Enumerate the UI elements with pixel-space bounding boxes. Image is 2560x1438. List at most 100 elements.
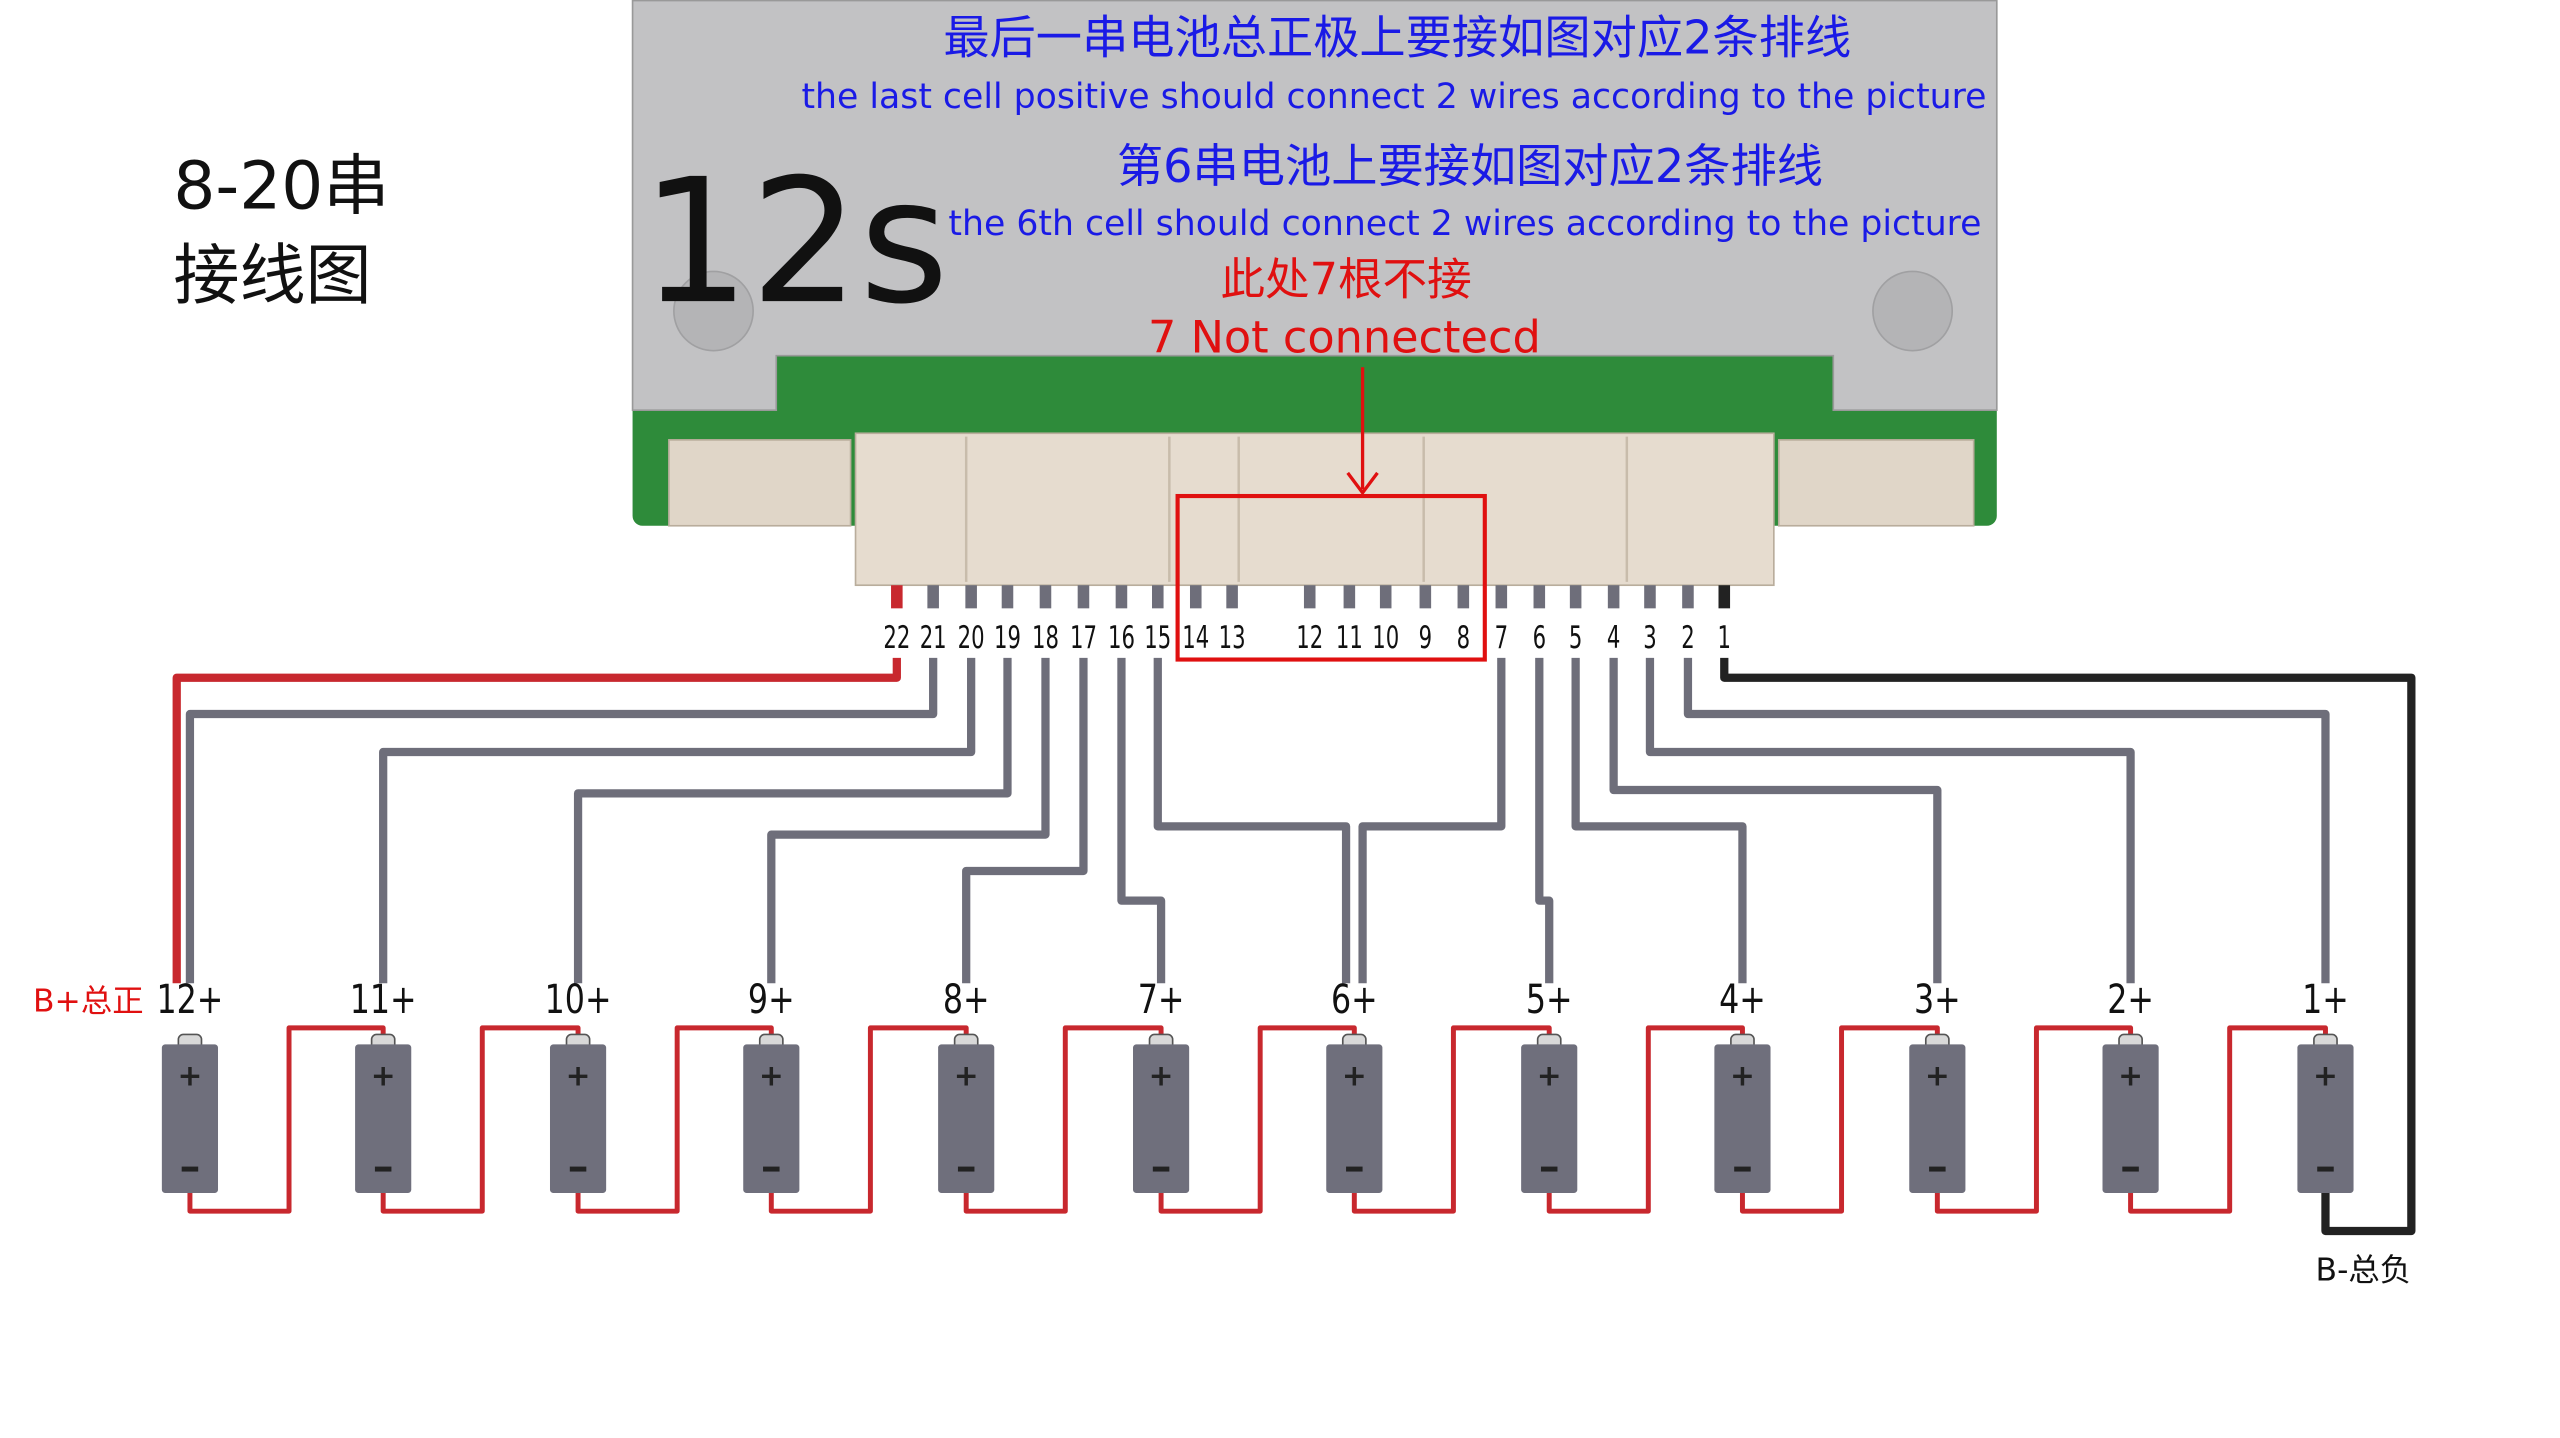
- balance-wire-pin-4: [1609, 657, 1942, 984]
- battery-body: [549, 1044, 607, 1194]
- battery-body: [161, 1044, 219, 1194]
- battery-cell-9+: +9+: [743, 978, 800, 1194]
- battery-cell-1+: +1+: [2297, 978, 2354, 1194]
- minus-icon: [181, 1166, 199, 1172]
- pin-label: 2: [1681, 619, 1694, 656]
- arrow-head-icon: [1346, 471, 1379, 496]
- screw-hole-right: [1872, 270, 1954, 352]
- plus-icon: +: [371, 1059, 396, 1094]
- battery-cell-8+: +8+: [938, 978, 995, 1194]
- battery-cell-7+: +7+: [1133, 978, 1190, 1194]
- battery-body: [743, 1044, 800, 1194]
- not-connected-highlight-box: [1175, 493, 1487, 662]
- pin-label: 18: [1032, 619, 1059, 656]
- battery-body: [355, 1044, 412, 1194]
- pin-15-stub: [1152, 585, 1164, 609]
- series-link-wire: [1546, 1025, 1745, 1214]
- minus-icon: [763, 1166, 780, 1172]
- battery-cell-12+: +12+: [156, 978, 223, 1194]
- plus-icon: +: [1925, 1059, 1950, 1094]
- battery-body: [2102, 1044, 2159, 1194]
- series-link-wire: [1739, 1025, 1940, 1214]
- aux-connector-left: [668, 439, 852, 527]
- pin-label: 14: [1182, 619, 1209, 656]
- series-link-wire: [2128, 1025, 2328, 1214]
- balance-wire-pin-7: [1358, 657, 1506, 984]
- plus-icon: +: [1149, 1059, 1174, 1094]
- pin-17-stub: [1077, 585, 1090, 609]
- pin-21-stub: [927, 585, 939, 609]
- main-connector: [854, 432, 1775, 587]
- minus-icon: [374, 1166, 392, 1172]
- pin-9-stub: [1419, 585, 1432, 609]
- pin-13-stub: [1226, 585, 1238, 609]
- pin-label: 22: [883, 619, 910, 656]
- pin-label: 3: [1643, 619, 1656, 656]
- battery-body: [1326, 1044, 1383, 1194]
- cell-label: 9+: [748, 978, 795, 1023]
- board-cover: [631, 0, 1998, 411]
- plus-icon: +: [2313, 1059, 2338, 1094]
- screw-hole-left: [673, 270, 754, 352]
- pin-4-stub: [1607, 585, 1620, 609]
- cell-label: 5+: [1526, 978, 1573, 1023]
- cell-label: 10+: [545, 978, 612, 1023]
- diagram-title-line2: 接线图: [173, 237, 371, 314]
- board-model: 12s: [641, 142, 949, 342]
- series-link-wire: [187, 1025, 386, 1214]
- bms-board: 12s 最后一串电池总正极上要接如图对应2条排线 the last cell p…: [631, 0, 1998, 587]
- series-link-wire: [768, 1025, 969, 1214]
- series-link-wire: [1158, 1025, 1357, 1214]
- aux-connector-right: [1777, 439, 1975, 527]
- balance-wire-pin-21: [185, 657, 938, 984]
- battery-cell-2+: +2+: [2102, 978, 2159, 1194]
- series-link-wire: [575, 1025, 774, 1214]
- balance-wire-pin-15: [1153, 657, 1351, 984]
- balance-wire-pin-6: [1535, 657, 1554, 984]
- pin-16-stub: [1115, 585, 1128, 609]
- pin-6-stub: [1533, 585, 1546, 609]
- minus-icon: [569, 1166, 587, 1172]
- pin-1-stub: [1718, 585, 1731, 609]
- pin-label: 13: [1219, 619, 1246, 656]
- pin-10-stub: [1379, 585, 1392, 609]
- b-minus-label: B-总负: [2316, 1253, 2412, 1289]
- minus-icon: [957, 1166, 975, 1172]
- b-plus-label: B+总正: [33, 983, 144, 1019]
- minus-icon: [2317, 1166, 2334, 1172]
- balance-wire-pin-18: [767, 657, 1050, 984]
- balance-wire-pin-22: [172, 657, 901, 984]
- pin-label: 15: [1144, 619, 1171, 656]
- plus-icon: +: [566, 1059, 591, 1094]
- pin-label: 11: [1336, 619, 1363, 656]
- pin-label: 10: [1372, 619, 1399, 656]
- note-6th-cell-en: the 6th cell should connect 2 wires acco…: [948, 204, 1981, 244]
- pin-label: 9: [1419, 619, 1432, 656]
- series-link-wire: [963, 1025, 1164, 1214]
- balance-wire-pin-19: [573, 657, 1012, 984]
- pin-14-stub: [1189, 585, 1202, 609]
- minus-icon: [2122, 1166, 2139, 1172]
- battery-body: [1714, 1044, 1771, 1194]
- plus-icon: +: [177, 1059, 202, 1094]
- balance-wire-pin-5: [1571, 657, 1747, 984]
- plus-icon: +: [1537, 1059, 1562, 1094]
- cell-label: 11+: [350, 978, 417, 1023]
- battery-body: [938, 1044, 995, 1194]
- series-link-wire: [1934, 1025, 2134, 1214]
- plus-icon: +: [954, 1059, 979, 1094]
- pin-label: 20: [958, 619, 985, 656]
- battery-body: [1133, 1044, 1190, 1194]
- pin-label: 8: [1457, 619, 1470, 656]
- pin-19-stub: [1001, 585, 1014, 609]
- minus-icon: [1152, 1166, 1170, 1172]
- minus-icon: [1540, 1166, 1558, 1172]
- pin-label: 6: [1533, 619, 1546, 656]
- note-not-connected-cn: 此处7根不接: [1220, 254, 1471, 306]
- pin-label: 21: [920, 619, 947, 656]
- plus-icon: +: [2118, 1059, 2143, 1094]
- b-minus-wire: [1720, 657, 2416, 1236]
- balance-wire-pin-20: [379, 657, 976, 984]
- minus-icon: [1346, 1166, 1363, 1172]
